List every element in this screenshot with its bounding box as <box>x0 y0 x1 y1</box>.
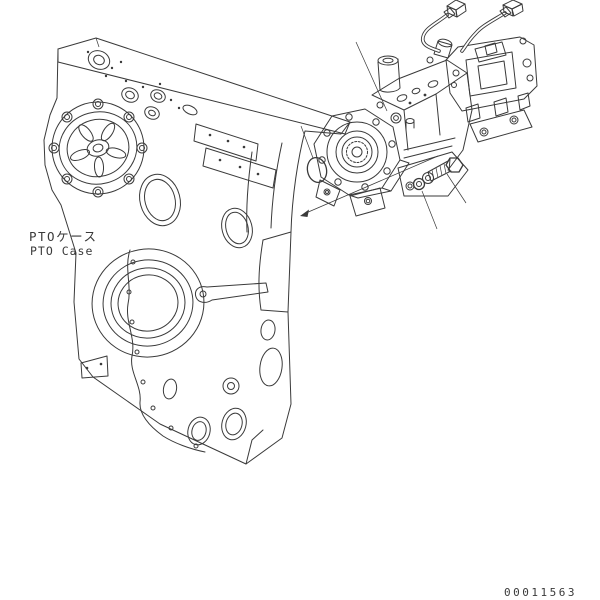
case-bracket-arm <box>195 282 269 303</box>
left-flange <box>48 98 148 198</box>
case-lower-openings <box>162 377 247 446</box>
drawing-number: 00011563 <box>504 586 577 599</box>
pto-case-label-ja: PTOケース <box>29 229 97 244</box>
case-left-tab <box>80 355 109 379</box>
breather-cylinder <box>377 55 401 93</box>
connector-plug-left <box>443 0 467 19</box>
washer-drawing <box>412 177 426 191</box>
leader-bolt-axis <box>305 155 439 214</box>
connector-plug-right <box>499 0 524 18</box>
pump-assembly-drawing <box>313 36 538 217</box>
pto-case-drawing <box>43 37 351 465</box>
gasket-edge <box>126 249 206 453</box>
leader-lines <box>300 41 467 230</box>
pump-mounting-flange <box>313 108 401 196</box>
wire-harness <box>420 0 524 53</box>
pressure-sensor <box>426 38 453 64</box>
case-main-bore <box>91 248 205 358</box>
bolt-drawing <box>427 157 464 182</box>
leader-washer <box>421 190 438 230</box>
control-valve-block <box>445 36 538 143</box>
case-oval-openings <box>139 173 253 249</box>
leader-pump <box>355 41 388 112</box>
leader-o-ring <box>300 125 314 159</box>
case-mounting-pads <box>193 123 277 189</box>
leader-bolt-axis-arrow <box>300 209 309 217</box>
deck-bosses <box>86 50 198 120</box>
deck-plate-edge <box>57 48 351 135</box>
case-right-face <box>245 142 292 465</box>
pto-case-label-en: PTO Case <box>30 244 93 258</box>
flange-bolts <box>48 98 148 198</box>
leader-bolt <box>446 173 467 204</box>
